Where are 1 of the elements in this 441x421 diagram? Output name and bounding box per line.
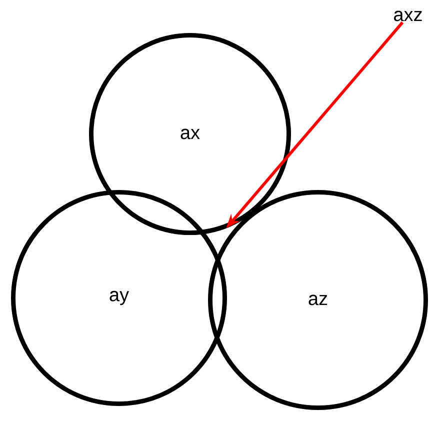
text-label: axz bbox=[394, 10, 422, 22]
